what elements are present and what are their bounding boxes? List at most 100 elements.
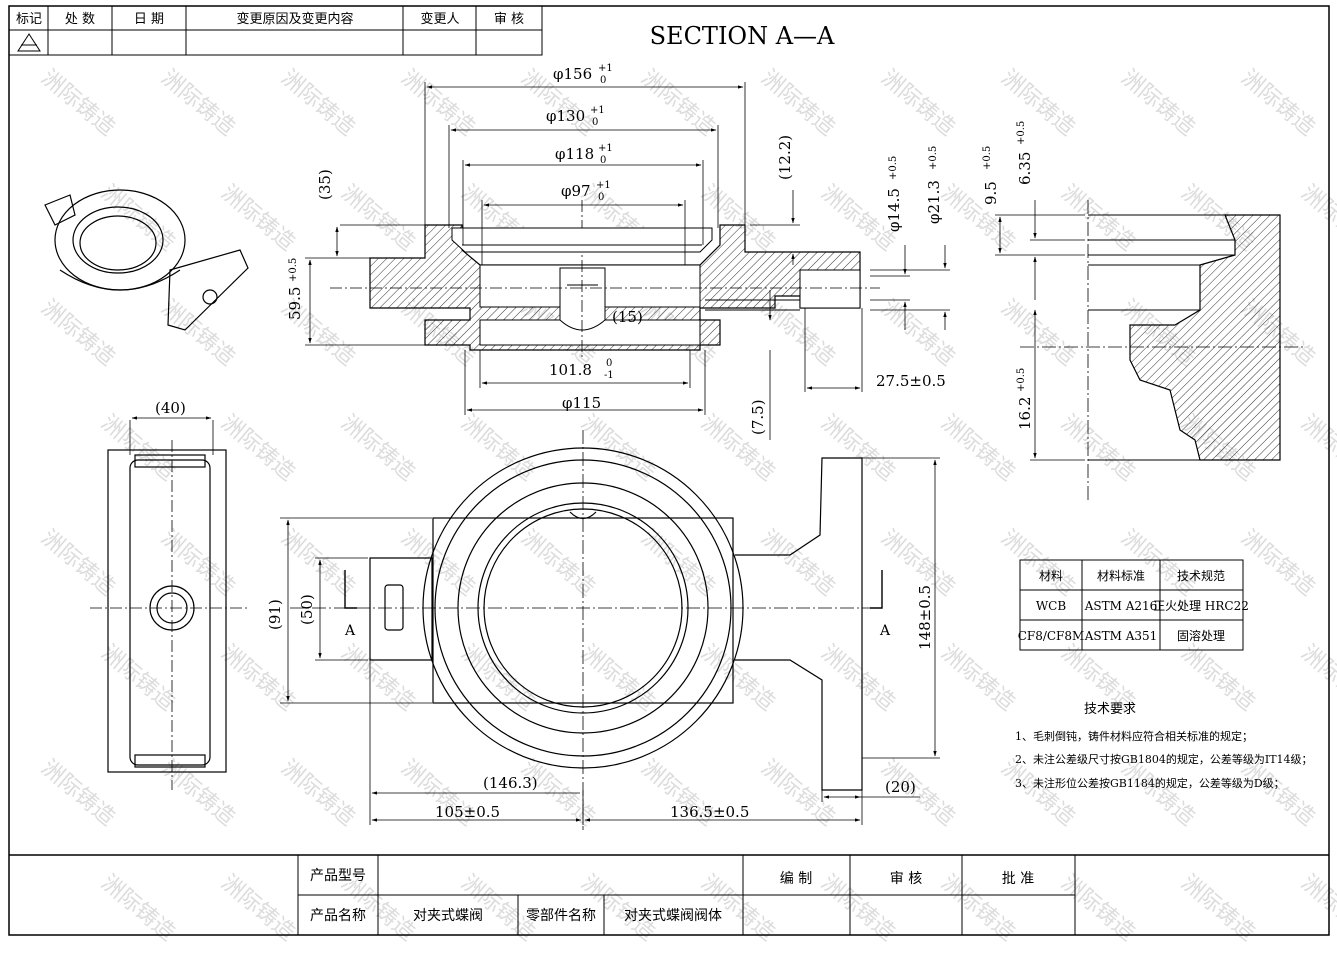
dim-d115: φ115 — [562, 394, 601, 412]
svg-text:ASTM A351: ASTM A351 — [1084, 629, 1158, 643]
svg-text:+0.5: +0.5 — [1016, 121, 1027, 145]
watermark-text: 洲际铸造 — [216, 640, 299, 716]
tech-requirements: 技术要求 1、毛刺倒钝，铸件材料应符合相关标准的规定； 2、未注公差级尺寸按GB… — [1015, 702, 1313, 790]
dim-148: 148±0.5 — [916, 585, 934, 650]
svg-text:+0.5: +0.5 — [888, 156, 899, 180]
revision-headers: 标记 处 数 日 期 变更原因及变更内容 变更人 审 核 — [16, 11, 524, 27]
watermark-text: 洲际铸造 — [516, 525, 599, 601]
rev-header-0: 标记 — [16, 12, 42, 27]
dim-d97: φ97 — [561, 182, 591, 200]
svg-text:+1: +1 — [598, 63, 613, 74]
watermark-text: 洲际铸造 — [1116, 755, 1199, 831]
svg-text:WCB: WCB — [1036, 599, 1067, 613]
dim-7-5: (7.5) — [749, 399, 767, 435]
watermark-text: 洲际铸造 — [336, 180, 419, 256]
dim-12-2: (12.2) — [776, 135, 794, 180]
dim-105: 105±0.5 — [435, 803, 500, 821]
watermark-text: 洲际铸造 — [1296, 180, 1337, 256]
title-block: 产品型号 产品名称 对夹式蝶阀 零部件名称 对夹式蝶阀阀体 编 制 审 核 批 … — [310, 868, 1034, 924]
svg-text:2、未注公差级尺寸按GB1804的规定，公差等级为IT14级: 2、未注公差级尺寸按GB1804的规定，公差等级为IT14级； — [1015, 752, 1313, 766]
rev-header-1: 处 数 — [65, 12, 95, 27]
svg-text:3、未注形位公差按GB1184的规定，公差等级为D级；: 3、未注形位公差按GB1184的规定，公差等级为D级； — [1015, 776, 1285, 790]
dim-16-2: 16.2 — [1016, 397, 1034, 430]
svg-text:0: 0 — [606, 358, 612, 369]
dim-27-5: 27.5±0.5 — [876, 372, 946, 390]
svg-text:材料标准: 材料标准 — [1097, 569, 1145, 583]
dim-6-35: 6.35 — [1016, 152, 1034, 185]
section-marker-left: A — [344, 623, 356, 639]
product-model-label: 产品型号 — [310, 868, 366, 884]
watermark-text: 洲际铸造 — [996, 755, 1079, 831]
watermark-text: 洲际铸造 — [696, 410, 779, 486]
rev-header-3: 变更原因及变更内容 — [236, 11, 353, 27]
watermark-text: 洲际铸造 — [1056, 410, 1139, 486]
svg-text:技术规范: 技术规范 — [1177, 568, 1225, 583]
watermark-text: 洲际铸造 — [276, 65, 359, 141]
watermark-text: 洲际铸造 — [1056, 180, 1139, 256]
dim-35: (35) — [316, 169, 334, 200]
svg-text:+0.5: +0.5 — [928, 146, 939, 170]
section-marker-right: A — [879, 623, 891, 639]
watermark-text: 洲际铸造 — [1236, 65, 1319, 141]
svg-text:+0.5: +0.5 — [288, 258, 299, 282]
section-view — [330, 200, 880, 360]
section-dimensions — [305, 82, 950, 440]
watermark-text: 洲际铸造 — [216, 410, 299, 486]
dim-50: (50) — [298, 594, 316, 625]
watermark-text: 洲际铸造 — [36, 755, 119, 831]
watermark-text: 洲际铸造 — [756, 525, 839, 601]
part-name-label: 零部件名称 — [526, 908, 596, 924]
dim-d118: φ118 — [555, 145, 594, 163]
svg-text:+1: +1 — [598, 143, 613, 154]
svg-text:0: 0 — [592, 117, 598, 128]
svg-text:正火处理 HRC22: 正火处理 HRC22 — [1153, 599, 1249, 613]
watermark-text: 洲际铸造 — [1296, 410, 1337, 486]
svg-text:+1: +1 — [596, 180, 611, 191]
partial-section-view — [1020, 200, 1305, 500]
warning-triangle-icon — [17, 33, 41, 52]
watermark-text: 洲际铸造 — [816, 640, 899, 716]
revision-table — [8, 5, 543, 56]
watermark-text: 洲际铸造 — [96, 410, 179, 486]
watermark-text: 洲际铸造 — [336, 640, 419, 716]
dim-101-8: 101.8 — [549, 361, 592, 379]
sheet-border — [8, 5, 1330, 936]
dim-d130: φ130 — [546, 107, 585, 125]
dim-15: (15) — [612, 308, 643, 326]
svg-text:材料: 材料 — [1039, 569, 1063, 583]
watermark-text: 洲际铸造 — [36, 525, 119, 601]
watermark-text: 洲际铸造 — [936, 410, 1019, 486]
part-name-value: 对夹式蝶阀阀体 — [624, 908, 722, 924]
dim-146-3: (146.3) — [483, 774, 538, 792]
svg-text:CF8/CF8M: CF8/CF8M — [1018, 629, 1085, 643]
dim-20: (20) — [885, 778, 916, 796]
svg-text:-1: -1 — [604, 370, 614, 381]
watermark-text: 洲际铸造 — [1236, 525, 1319, 601]
title-block-grid — [297, 855, 1076, 935]
watermark-text: 洲际铸造 — [876, 295, 959, 371]
watermark-text: 洲际铸造 — [576, 640, 659, 716]
watermark-text: 洲际铸造 — [936, 640, 1019, 716]
section-title: SECTION A—A — [650, 22, 835, 50]
partial-section-dims — [995, 200, 1085, 461]
top-view-dims — [280, 457, 940, 825]
watermark-text: 洲际铸造 — [756, 65, 839, 141]
watermark-text: 洲际铸造 — [1296, 640, 1337, 716]
svg-text:固溶处理: 固溶处理 — [1177, 628, 1225, 643]
dim-136-5: 136.5±0.5 — [670, 803, 749, 821]
isometric-view — [44, 189, 249, 331]
watermark-text: 洲际铸造 — [216, 180, 299, 256]
watermark-text: 洲际铸造 — [996, 295, 1079, 371]
watermark-text: 洲际铸造 — [696, 640, 779, 716]
svg-text:ASTM A216: ASTM A216 — [1084, 599, 1158, 613]
top-view — [290, 430, 883, 830]
dim-d156: φ156 — [553, 65, 592, 83]
dim-91: (91) — [266, 599, 284, 630]
rev-header-4: 变更人 — [420, 11, 459, 27]
svg-text:0: 0 — [600, 75, 606, 86]
dim-9-5: 9.5 — [982, 181, 1000, 205]
approve-label: 批 准 — [1002, 871, 1034, 887]
svg-text:+0.5: +0.5 — [1016, 368, 1027, 392]
dim-d21-3: φ21.3 — [925, 180, 943, 224]
watermark-text: 洲际铸造 — [1116, 65, 1199, 141]
